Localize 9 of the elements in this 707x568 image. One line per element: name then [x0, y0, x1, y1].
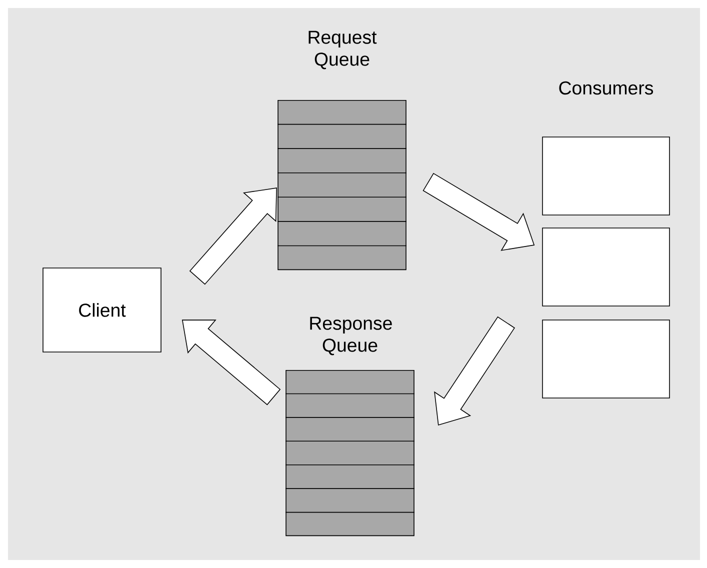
queue-drawing [277, 100, 407, 270]
group-heading: Consumers [559, 81, 654, 95]
queue-title: Response Queue [310, 316, 392, 356]
queue-drawing [285, 370, 415, 536]
consumer-box [542, 320, 670, 398]
queue-title: Request Queue [308, 30, 377, 70]
client-box: Client [42, 268, 162, 352]
consumer-box [542, 228, 670, 306]
consumer-box [542, 136, 670, 216]
